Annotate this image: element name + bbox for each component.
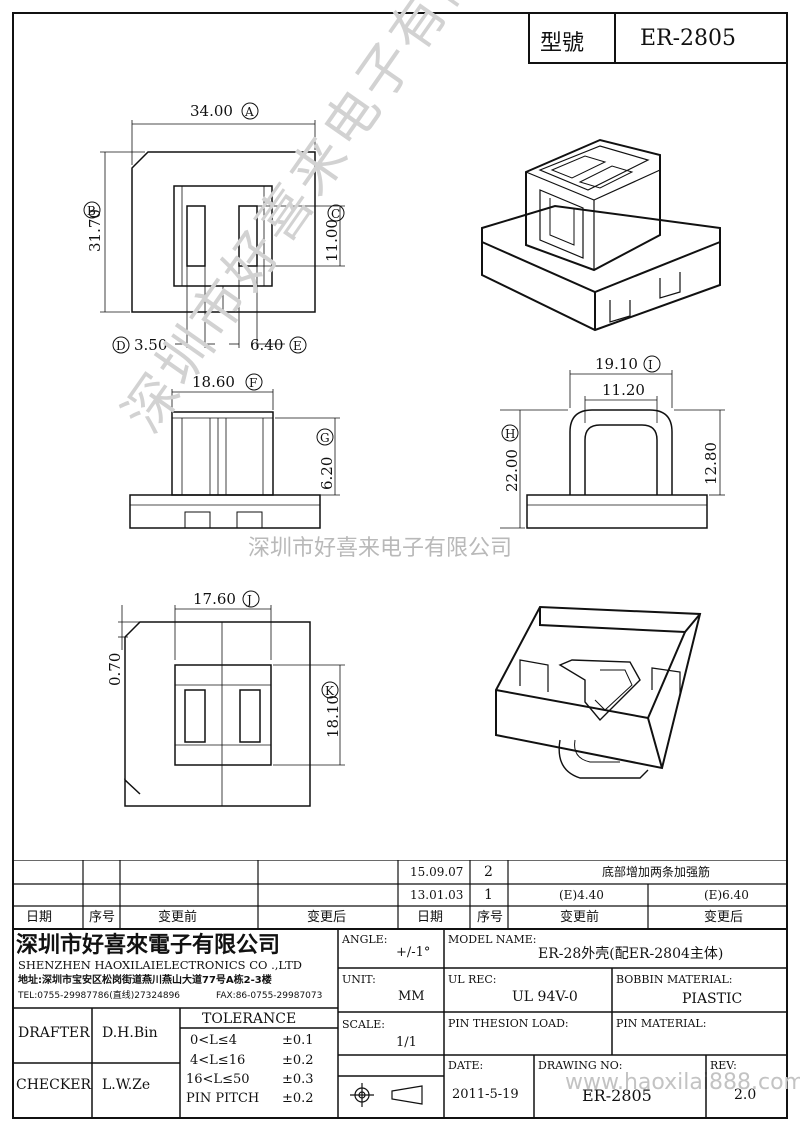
model-header-label: 型號 — [540, 31, 585, 56]
pin-material-label: PIN MATERIAL: — [616, 1017, 707, 1030]
tolerance-value-3: ±0.3 — [282, 1072, 314, 1087]
model-header-value: ER-2805 — [640, 26, 737, 51]
unit-label: UNIT: — [342, 973, 376, 986]
dim-f-letter: F — [249, 376, 257, 390]
checker-value: L.W.Ze — [102, 1077, 151, 1093]
rev-value: 2.0 — [734, 1087, 757, 1103]
header-before-left: 变更前 — [158, 910, 198, 925]
rev1-date: 13.01.03 — [410, 888, 464, 902]
rev2-before: 底部增加两条加强筋 — [602, 865, 711, 879]
rev1-no: 1 — [484, 887, 493, 903]
rev1-after: (E)6.40 — [704, 888, 749, 902]
company-name-cn: 深圳市好喜來電子有限公司 — [16, 932, 281, 958]
company-tel: TEL:0755-29987786(直线)27324896 — [18, 991, 181, 1001]
bobbin-material-value: PIASTIC — [682, 991, 743, 1007]
dim-a-letter: A — [244, 105, 254, 119]
header-after-left: 变更后 — [307, 910, 347, 925]
angle-label: ANGLE: — [342, 933, 388, 946]
top-view — [100, 120, 345, 348]
dim-h-value: 22.00 — [503, 449, 521, 492]
dim-e-value: 6.40 — [250, 336, 283, 354]
dim-d-letter: D — [116, 339, 126, 353]
title-block: 深圳市好喜來電子有限公司 SHENZHEN HAOXILAIELECTRONIC… — [12, 930, 788, 1119]
dim-b-letter: B — [87, 204, 96, 218]
company-address: 地址:深圳市宝安区松岗街道燕川燕山大道77号A栋2-3楼 — [18, 975, 272, 986]
dim-i-height-value: 12.80 — [702, 442, 720, 485]
dim-e-letter: E — [293, 339, 302, 353]
watermark-horizontal: 深圳市好喜来电子有限公司 — [248, 536, 513, 561]
tolerance-range-4: PIN PITCH — [186, 1091, 260, 1106]
dim-k-value: 18.10 — [324, 695, 342, 738]
angle-value: +/-1° — [396, 945, 431, 960]
iso-view-top — [481, 138, 721, 332]
date-value: 2011-5-19 — [452, 1087, 519, 1102]
dim-d-value: 3.50 — [134, 336, 167, 354]
header-after-right: 变更后 — [704, 910, 744, 925]
dim-b-value: 31.70 — [86, 209, 104, 252]
ul-rec-value: UL 94V-0 — [512, 989, 578, 1005]
tolerance-range-1: 0<L≤4 — [190, 1033, 237, 1048]
rev2-no: 2 — [484, 864, 493, 880]
tolerance-range-2: 4<L≤16 — [190, 1053, 246, 1068]
dim-j-value: 17.60 — [193, 590, 236, 608]
rev2-date: 15.09.07 — [410, 865, 464, 879]
dim-g-letter: G — [320, 431, 330, 445]
dim-g-value: 6.20 — [318, 457, 336, 490]
tolerance-range-3: 16<L≤50 — [186, 1072, 250, 1087]
dim-i-inner-value: 11.20 — [602, 381, 645, 399]
drafter-value: D.H.Bin — [102, 1025, 158, 1041]
scale-value: 1/1 — [396, 1035, 417, 1050]
tolerance-value-4: ±0.2 — [282, 1091, 314, 1106]
dim-i-letter: I — [648, 358, 653, 372]
dim-j-letter: J — [245, 593, 252, 607]
pin-tension-label: PIN THESION LOAD: — [448, 1017, 569, 1030]
technical-drawing: 34.00 A 31.70 B 11.00 C D 3.50 6.40 E 18… — [83, 102, 725, 807]
dim-c-value: 11.00 — [323, 219, 341, 262]
header-no-right: 序号 — [477, 910, 504, 925]
header-date-left: 日期 — [26, 910, 53, 925]
bobbin-material-label: BOBBIN MATERIAL: — [616, 973, 733, 986]
drafter-label: DRAFTER — [18, 1025, 90, 1041]
model-header: 型號 ER-2805 — [528, 12, 788, 64]
header-before-right: 变更前 — [560, 910, 600, 925]
company-fax: FAX:86-0755-29987073 — [216, 991, 323, 1001]
front-view — [129, 389, 340, 529]
model-name-label: MODEL NAME: — [448, 933, 537, 946]
dim-j-offset-value: 0.70 — [106, 653, 124, 686]
drawing-frame — [12, 12, 788, 1119]
company-name-en: SHENZHEN HAOXILAIELECTRONICS CO .,LTD — [18, 958, 302, 972]
drawing-no-value: ER-2805 — [582, 1086, 652, 1105]
dim-i-value: 19.10 — [595, 355, 638, 373]
checker-label: CHECKER — [16, 1077, 92, 1093]
dim-h-letter: H — [505, 427, 515, 441]
drawing-no-label: DRAWING NO: — [538, 1059, 623, 1072]
watermark-url: www.haoxilai888.com — [565, 1070, 800, 1095]
bottom-view — [118, 605, 345, 807]
tolerance-title: TOLERANCE — [202, 1011, 297, 1027]
scale-label: SCALE: — [342, 1018, 385, 1031]
model-name-value: ER-28外壳(配ER-2804主体) — [538, 946, 724, 962]
dim-c-letter: C — [331, 207, 340, 221]
tolerance-value-1: ±0.1 — [282, 1033, 314, 1048]
side-view — [500, 370, 725, 529]
ul-rec-label: UL REC: — [448, 973, 497, 986]
revision-table: 15.09.07 2 底部增加两条加强筋 13.01.03 1 (E)4.40 … — [12, 860, 788, 930]
rev-label: REV: — [710, 1059, 737, 1072]
unit-value: MM — [398, 989, 425, 1004]
rev1-before: (E)4.40 — [559, 888, 604, 902]
dim-f-value: 18.60 — [192, 373, 235, 391]
tolerance-value-2: ±0.2 — [282, 1053, 314, 1068]
dim-k-letter: K — [325, 684, 335, 698]
projection-symbol-icon — [350, 1083, 423, 1107]
header-date-right: 日期 — [417, 910, 444, 925]
iso-view-bottom — [495, 605, 702, 779]
header-no-left: 序号 — [89, 910, 116, 925]
dim-a-value: 34.00 — [190, 102, 233, 120]
date-label: DATE: — [448, 1059, 484, 1072]
